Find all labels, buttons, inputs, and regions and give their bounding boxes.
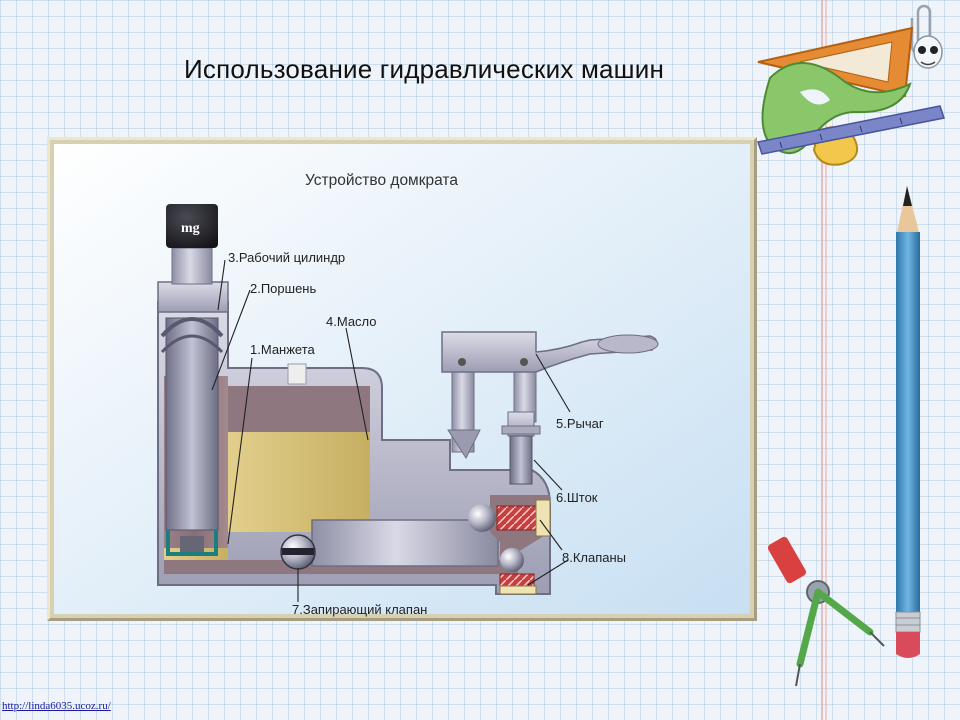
pencil-icon — [895, 186, 921, 658]
rod — [509, 435, 533, 485]
footer-link[interactable]: http://linda6035.ucoz.ru/ — [2, 700, 111, 712]
paperclip-icon — [910, 4, 943, 69]
label-valves: 8.Клапаны — [562, 550, 626, 565]
weight-label: mg — [181, 221, 200, 236]
label-locking-valve: 7.Запирающий клапан — [292, 602, 427, 617]
pump-assembly — [441, 331, 659, 595]
valve-spring — [496, 505, 538, 531]
diagram-title: Устройство домкрата — [305, 172, 458, 189]
locking-valve — [280, 534, 316, 570]
label-oil: 4.Масло — [326, 314, 377, 329]
load-weight — [166, 204, 218, 248]
valve-ball-upper — [468, 504, 496, 532]
diagram-frame: Устройство домкрата — [47, 137, 757, 621]
label-lever: 5.Рычаг — [556, 416, 604, 431]
label-piston: 2.Поршень — [250, 281, 316, 296]
compass-icon — [767, 536, 885, 687]
working-cylinder: mg — [157, 204, 229, 556]
label-cuff: 1.Манжета — [250, 342, 316, 357]
cuff-seal — [166, 530, 218, 556]
label-rod: 6.Шток — [556, 490, 598, 505]
valve-ball-lower — [500, 548, 524, 572]
ruler-icon — [757, 105, 945, 155]
label-working-cylinder: 3.Рабочий цилиндр — [228, 250, 345, 265]
jack-diagram: Устройство домкрата — [54, 144, 750, 617]
triangle-ruler-icon — [757, 26, 914, 98]
leader-lines — [211, 259, 571, 602]
slide-title: Использование гидравлических машин — [184, 54, 665, 84]
oil-reservoir — [228, 432, 370, 532]
